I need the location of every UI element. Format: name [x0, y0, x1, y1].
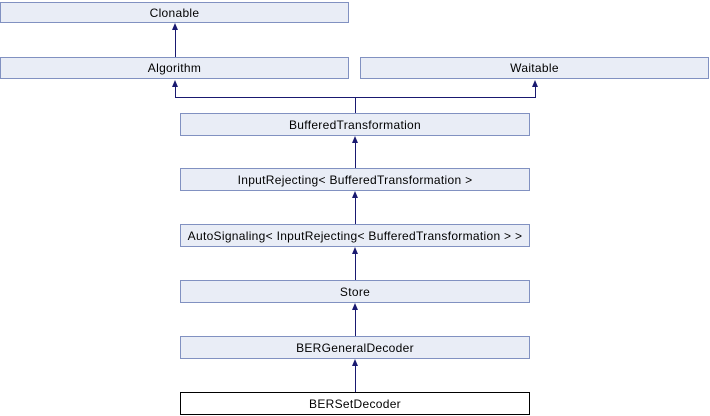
- class-node-buffered-transformation[interactable]: BufferedTransformation: [180, 113, 530, 136]
- class-node-ber-set-decoder: BERSetDecoder: [180, 392, 530, 415]
- edge-buffered-transformation-stem: [355, 97, 356, 113]
- arrow-up-icon: [352, 247, 358, 254]
- arrow-up-icon: [172, 23, 178, 30]
- edge-buffered-transformation-crossbar: [175, 97, 536, 98]
- class-node-store[interactable]: Store: [180, 280, 530, 303]
- edge-algorithm-to-clonable: [175, 29, 176, 57]
- edge-ber-general-decoder-to-store: [355, 309, 356, 336]
- class-node-algorithm[interactable]: Algorithm: [0, 57, 349, 79]
- class-node-waitable[interactable]: Waitable: [360, 57, 709, 79]
- class-node-auto-signaling[interactable]: AutoSignaling< InputRejecting< BufferedT…: [180, 224, 530, 247]
- class-node-ber-general-decoder[interactable]: BERGeneralDecoder: [180, 336, 530, 359]
- arrow-up-icon: [172, 80, 178, 87]
- edge-buffered-transformation-to-algorithm: [175, 86, 176, 97]
- arrow-up-icon: [352, 136, 358, 143]
- arrow-up-icon: [532, 80, 538, 87]
- class-node-clonable[interactable]: Clonable: [0, 2, 349, 23]
- edge-input-rejecting-to-buffered-transformation: [355, 142, 356, 168]
- arrow-up-icon: [352, 303, 358, 310]
- edge-auto-signaling-to-input-rejecting: [355, 197, 356, 224]
- edge-buffered-transformation-to-waitable: [535, 86, 536, 97]
- edge-store-to-auto-signaling: [355, 253, 356, 280]
- edge-ber-set-decoder-to-ber-general-decoder: [355, 365, 356, 392]
- arrow-up-icon: [352, 191, 358, 198]
- arrow-up-icon: [352, 359, 358, 366]
- class-node-input-rejecting[interactable]: InputRejecting< BufferedTransformation >: [180, 168, 530, 191]
